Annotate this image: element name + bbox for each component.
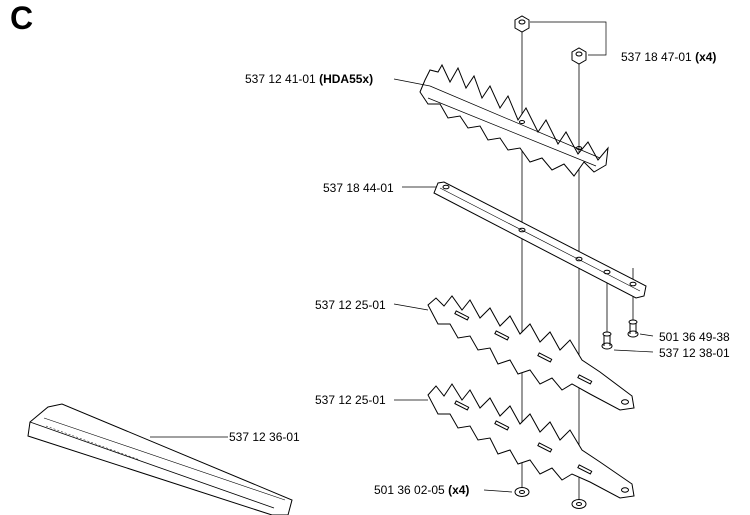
label-upper-cutter-blade: 537 12 25-01 xyxy=(315,298,386,312)
washer-part-left xyxy=(514,487,530,497)
label-lower-cutter-blade-number: 537 12 25-01 xyxy=(315,393,386,407)
nut-part-left xyxy=(514,15,530,33)
small-screw-part xyxy=(627,319,639,338)
washer-part-right xyxy=(571,499,587,509)
long-screw-part xyxy=(601,331,613,350)
lower-cutter-blade-part xyxy=(427,383,635,499)
label-nut-number: 537 18 47-01 xyxy=(621,50,692,64)
label-guard: 537 12 36-01 xyxy=(229,430,300,444)
guide-plate-part xyxy=(433,181,647,299)
top-blade-part xyxy=(419,63,609,177)
label-small-screw-number: 501 36 49-38 xyxy=(659,330,730,344)
label-washer-number: 501 36 02-05 xyxy=(374,483,445,497)
nut-part-right xyxy=(571,47,587,65)
label-blade-top: 537 12 41-01 (HDA55x) xyxy=(245,72,373,86)
label-guard-number: 537 12 36-01 xyxy=(229,430,300,444)
upper-cutter-blade-part xyxy=(427,295,635,411)
label-guide-plate: 537 18 44-01 xyxy=(323,181,394,195)
blade-guard-part xyxy=(27,403,293,515)
label-upper-cutter-blade-number: 537 12 25-01 xyxy=(315,298,386,312)
label-washer: 501 36 02-05 (x4) xyxy=(374,483,469,497)
label-nut: 537 18 47-01 (x4) xyxy=(621,50,716,64)
leader-lines xyxy=(150,21,654,493)
label-long-screw-number: 537 12 38-01 xyxy=(659,346,730,360)
label-blade-top-number: 537 12 41-01 xyxy=(245,72,316,86)
label-lower-cutter-blade: 537 12 25-01 xyxy=(315,393,386,407)
section-letter: C xyxy=(10,0,34,36)
label-small-screw: 501 36 49-38 xyxy=(659,330,730,344)
label-nut-qualifier: (x4) xyxy=(695,50,717,64)
label-guide-plate-number: 537 18 44-01 xyxy=(323,181,394,195)
label-washer-qualifier: (x4) xyxy=(448,483,470,497)
label-long-screw: 537 12 38-01 xyxy=(659,346,730,360)
label-blade-top-qualifier: (HDA55x) xyxy=(319,72,374,86)
